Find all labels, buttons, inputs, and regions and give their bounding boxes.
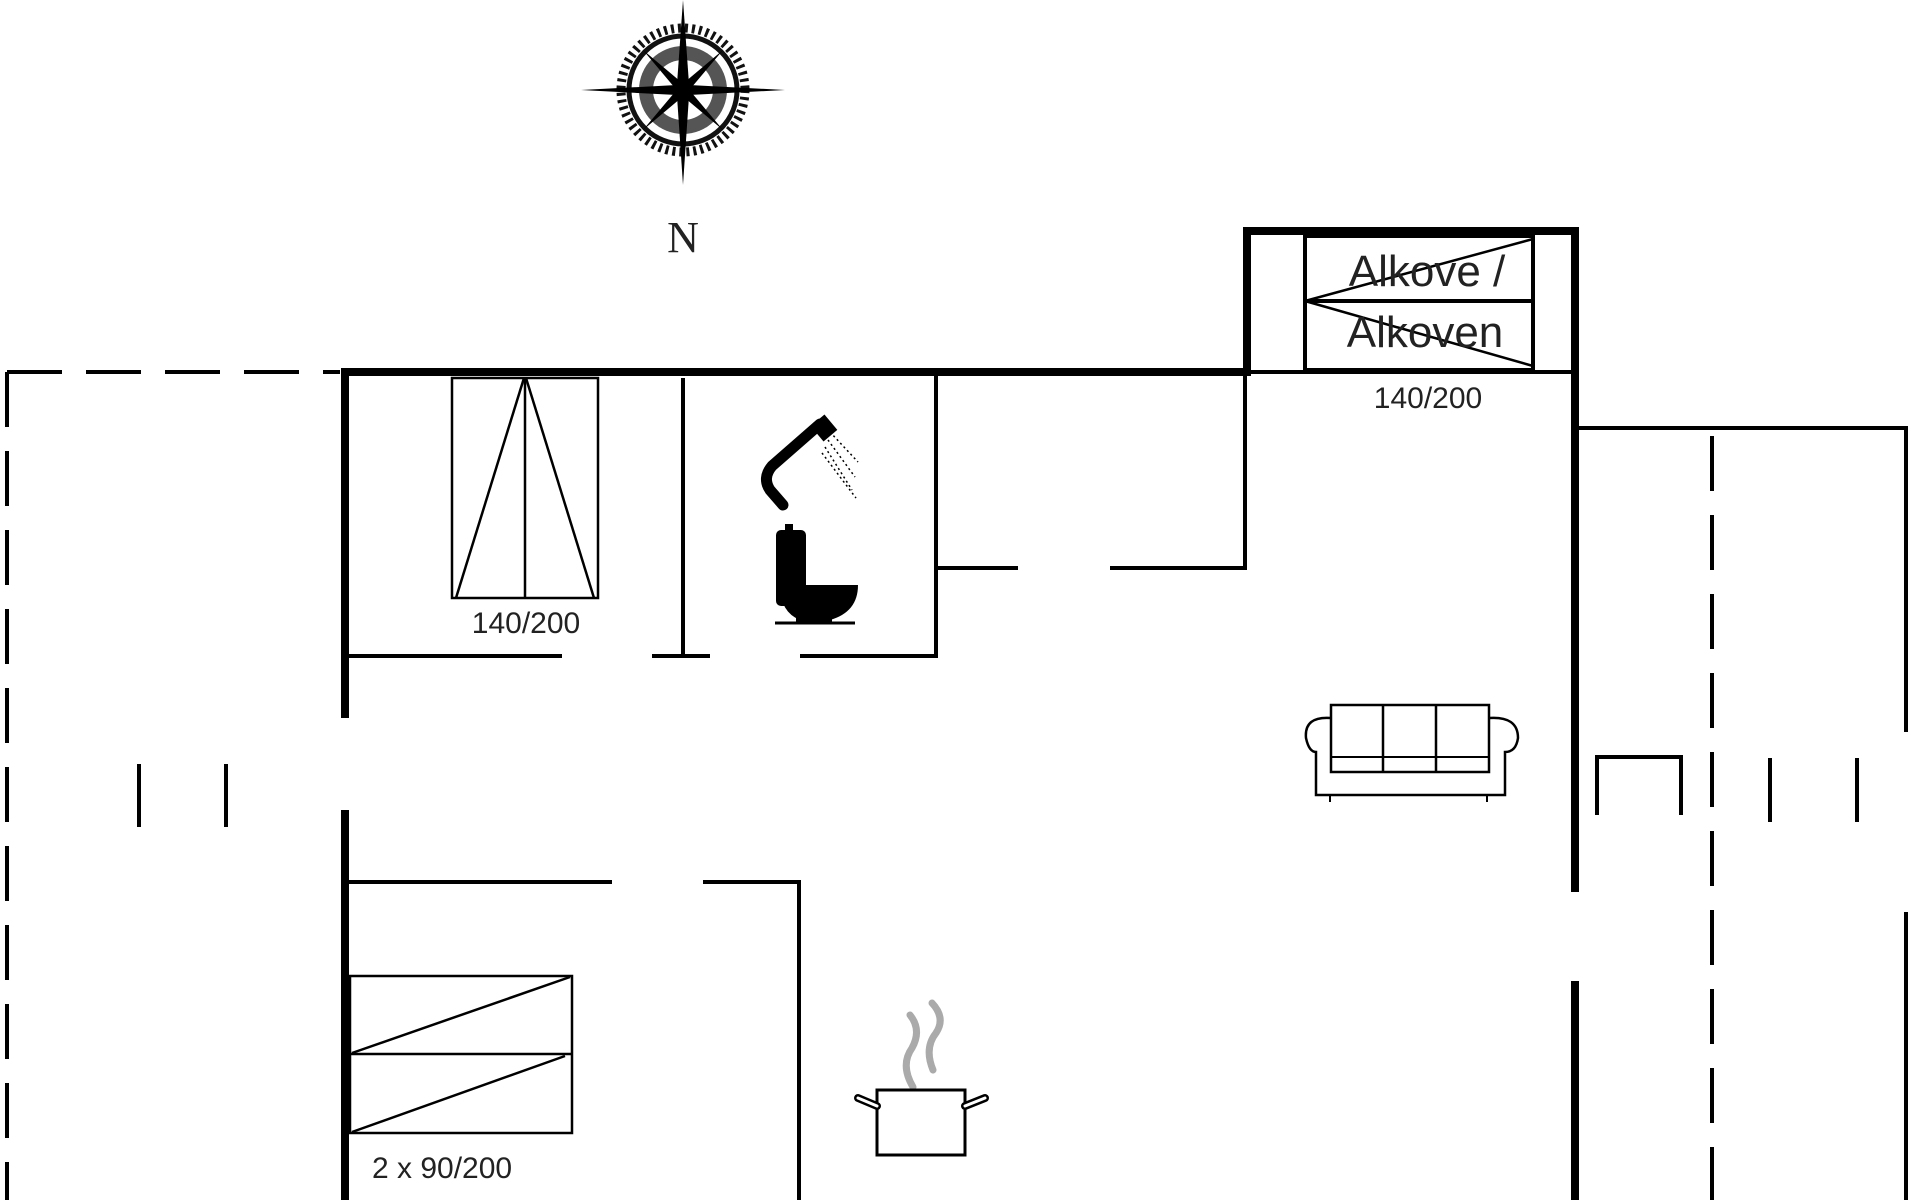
bedroom1-bed-size: 140/200 — [472, 607, 580, 640]
left-terrace-outline — [5, 370, 340, 1200]
toilet-icon — [775, 524, 858, 625]
interior-walls — [345, 376, 1247, 1200]
alcove-bed-size: 140/200 — [1374, 382, 1482, 415]
north-label: N — [667, 213, 699, 262]
sofa-icon — [1304, 703, 1520, 802]
shower-icon — [761, 414, 859, 511]
alcove-label-line2: Alkoven — [1347, 308, 1504, 357]
right-terrace-outline — [1579, 426, 1908, 1200]
twin-beds-icon — [348, 974, 574, 1135]
double-bed-icon — [450, 376, 600, 600]
cooking-pot-icon — [854, 999, 989, 1157]
bedroom2-bed-size: 2 x 90/200 — [372, 1152, 512, 1185]
alcove — [1247, 234, 1575, 374]
compass-rose-icon — [581, 0, 785, 185]
exterior-walls — [341, 227, 1579, 1200]
alcove-label-line1: Alkove / — [1349, 247, 1506, 296]
